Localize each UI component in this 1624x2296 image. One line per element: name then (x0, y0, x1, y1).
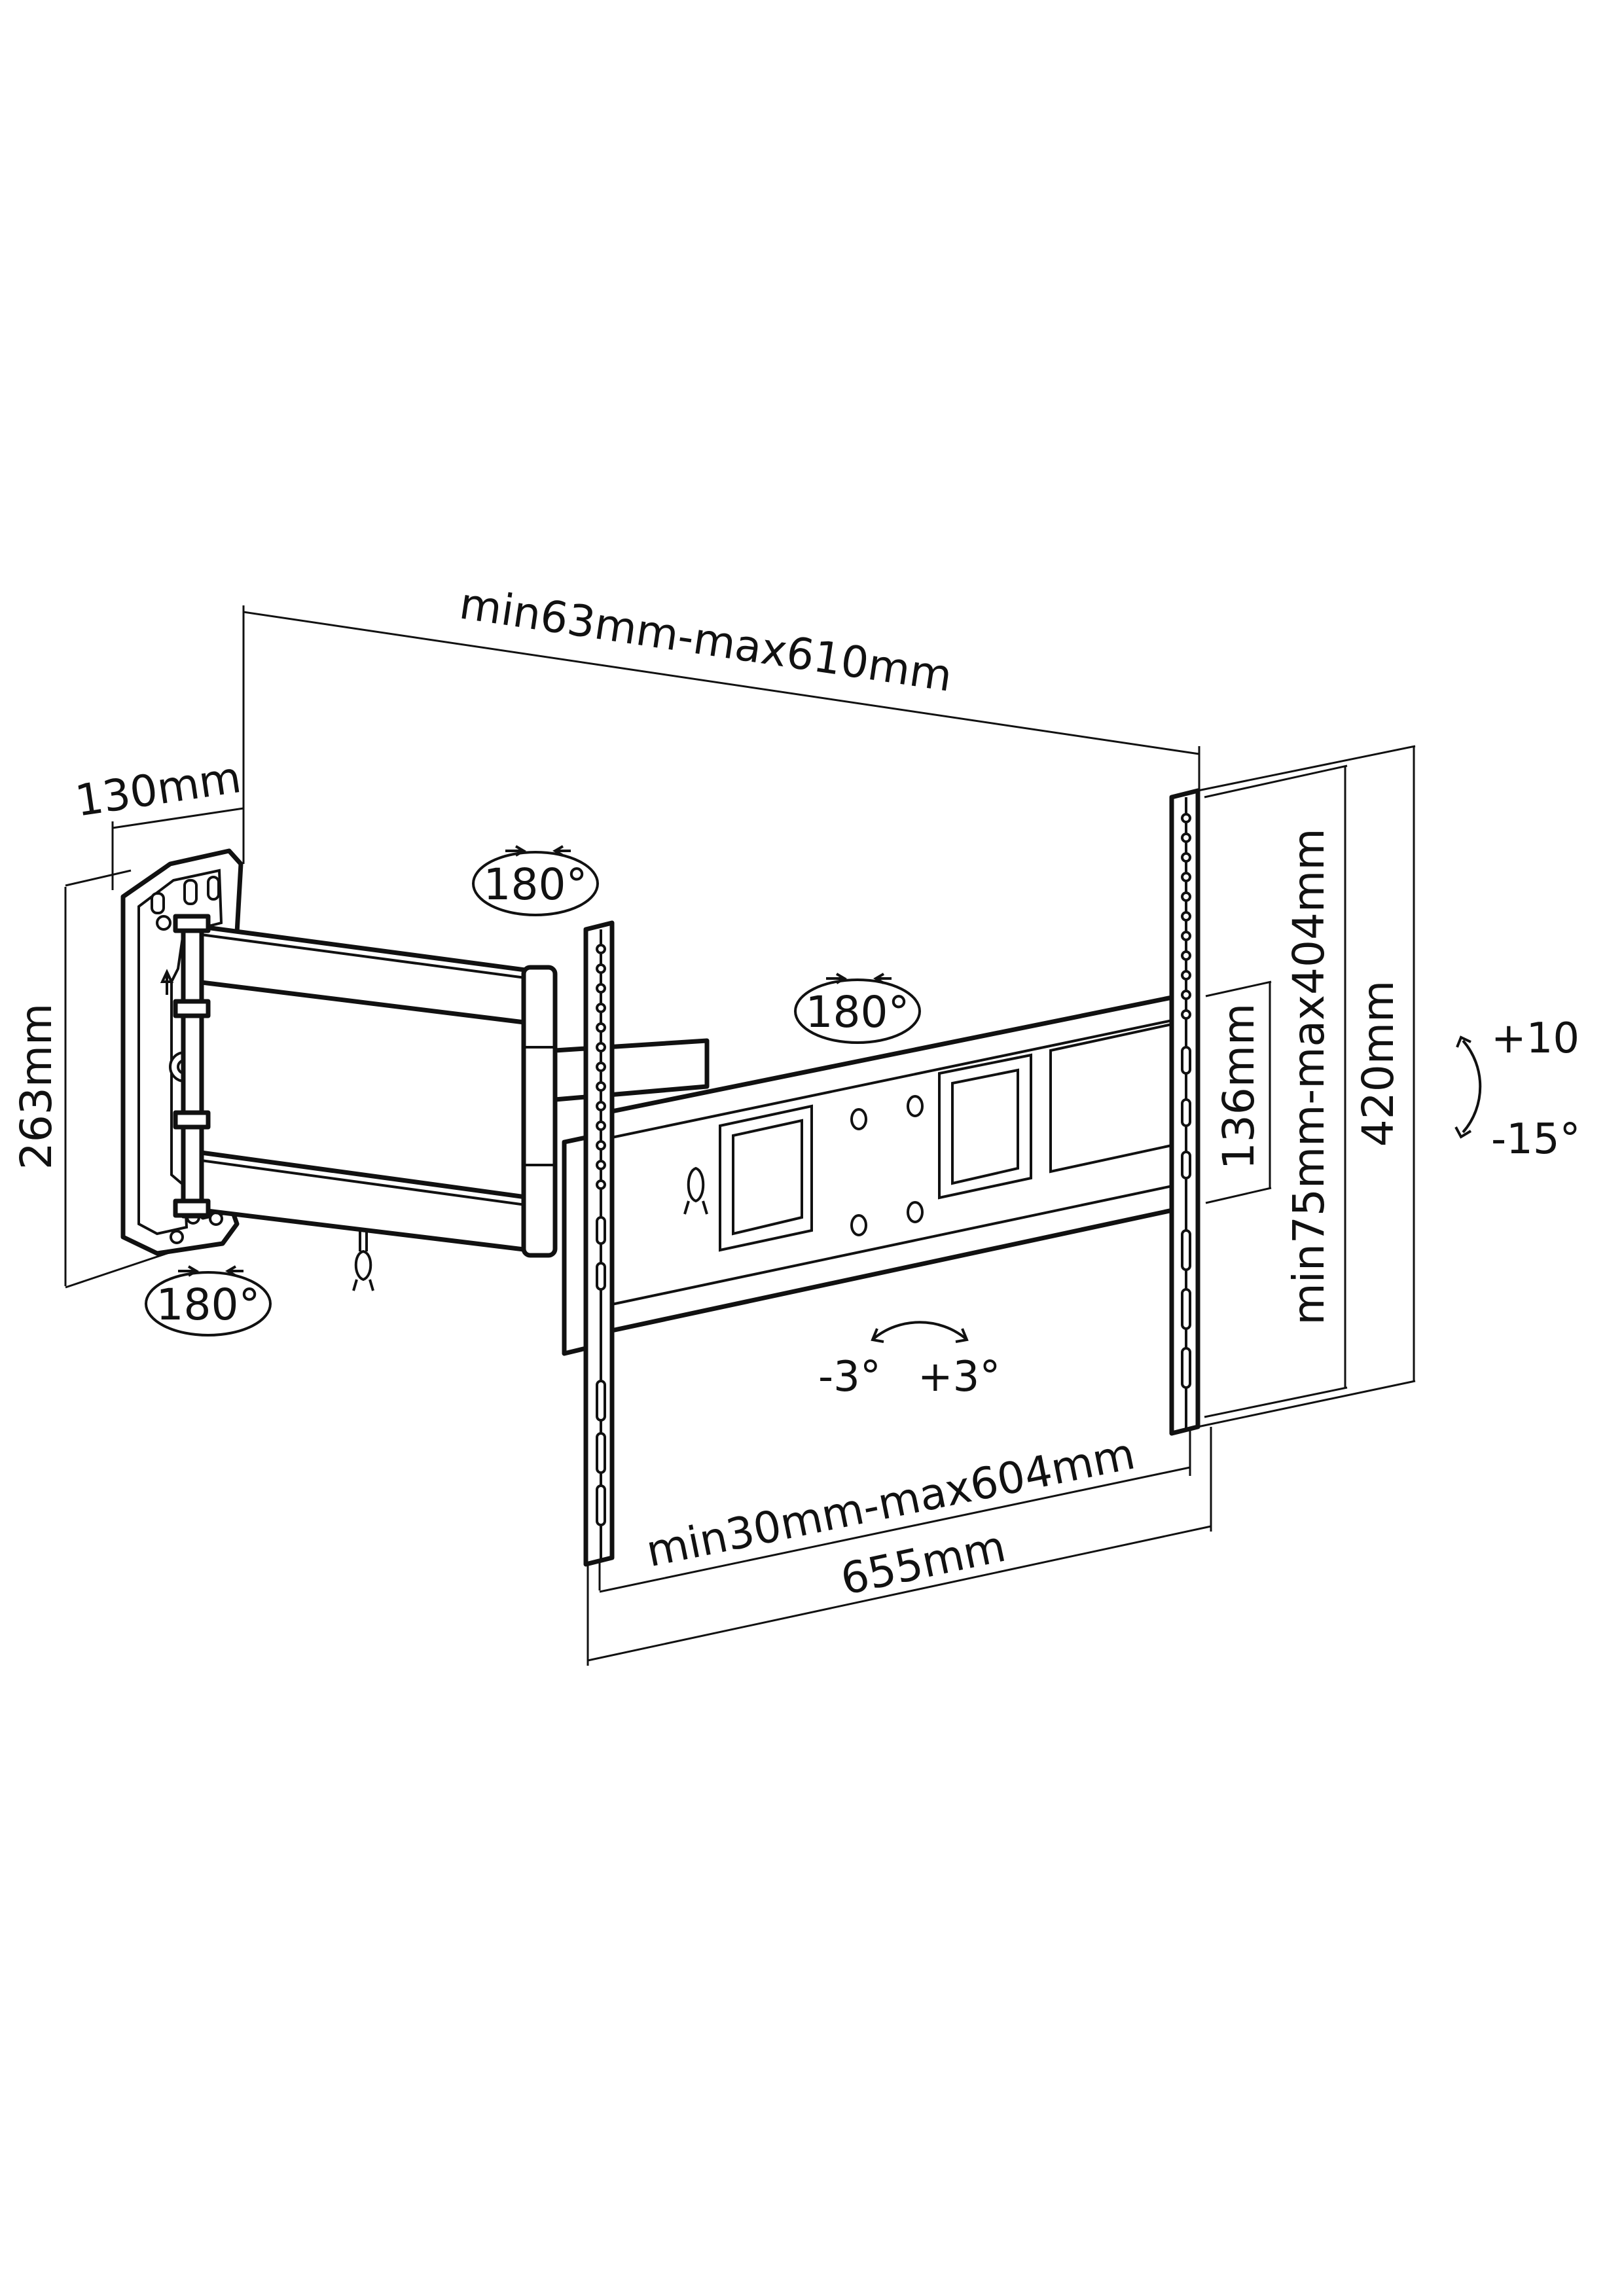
level-indicator: -3° +3° (818, 1321, 1000, 1401)
tilt-indicator: +10 -15° (1454, 1014, 1581, 1164)
rotation-top-label: 180° (484, 859, 588, 910)
bracket-height-label: 420mm (1353, 980, 1403, 1147)
inner-spacing-label: 136mm (1214, 1003, 1264, 1170)
wall-plate-depth-label: 130mm (72, 752, 244, 827)
tilt-up-label: +10 (1491, 1014, 1579, 1063)
level-right-label: +3° (918, 1353, 1000, 1401)
wall-plate-height-label: 263mm (11, 1003, 62, 1170)
tilt-down-label: -15° (1491, 1115, 1581, 1164)
vertical-hole-spacing-label: min75mm-max404mm (1284, 828, 1334, 1325)
left-vertical-rail (562, 920, 615, 1567)
rotation-180-wall: 180° (145, 1265, 272, 1336)
rotation-wall-label: 180° (156, 1280, 261, 1330)
right-vertical-rail (1169, 788, 1200, 1436)
rotation-180-top: 180° (472, 845, 599, 916)
dimension-lines (64, 605, 1416, 1666)
rotation-180-center: 180° (794, 973, 921, 1044)
arm-extension-label: min63mm-max610mm (456, 579, 955, 702)
level-left-label: -3° (818, 1353, 881, 1401)
rotation-center-label: 180° (806, 987, 910, 1037)
